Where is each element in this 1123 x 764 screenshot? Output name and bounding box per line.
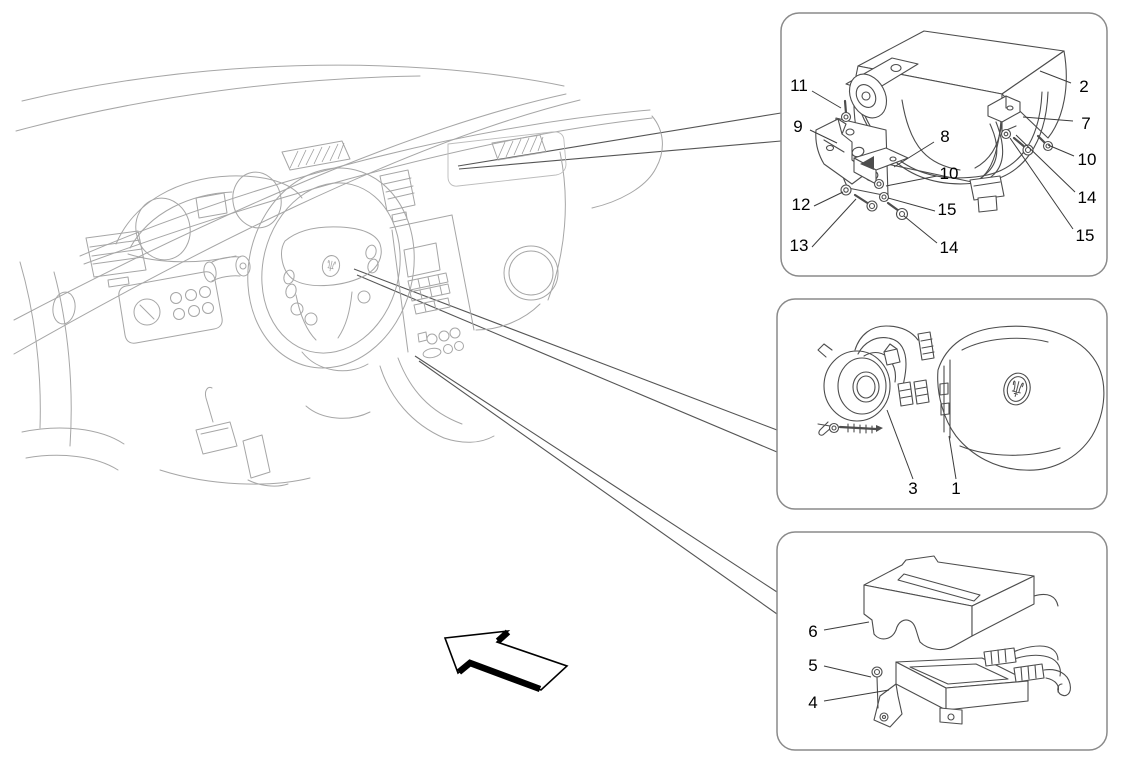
part-number-label: 7 xyxy=(1081,114,1090,133)
leader-line xyxy=(1022,116,1074,122)
panel-passenger-airbag-module xyxy=(780,12,1108,277)
driver-airbag-pad xyxy=(937,325,1105,471)
steering-wheel xyxy=(247,167,415,419)
bracket-right xyxy=(987,95,1054,156)
defroster-grille-right xyxy=(491,134,547,161)
part-number-label: 9 xyxy=(793,117,802,136)
ecu-cover xyxy=(863,555,1035,651)
ignition-stalk xyxy=(203,255,251,283)
leader-line xyxy=(1047,144,1075,157)
direction-arrow xyxy=(443,629,569,693)
part-number-label: 15 xyxy=(1076,226,1095,245)
leader-line xyxy=(813,191,844,207)
reference-line xyxy=(458,140,782,170)
trident-badge-icon xyxy=(1003,372,1031,406)
part-number-label: 1 xyxy=(951,479,960,498)
dash-speaker xyxy=(503,245,559,301)
headlight-switch-panel xyxy=(118,271,223,344)
ecu-module xyxy=(873,657,1029,728)
defroster-grille-left xyxy=(281,140,351,171)
part-number-label: 11 xyxy=(790,76,808,95)
instrument-cluster xyxy=(115,171,303,263)
leader-line xyxy=(823,665,872,678)
clock-spring xyxy=(817,325,935,436)
part-number-label: 3 xyxy=(908,479,917,498)
air-vent-right xyxy=(379,169,416,223)
trident-badge-icon xyxy=(321,255,341,277)
part-number-label: 15 xyxy=(938,200,957,219)
reference-line xyxy=(414,355,778,593)
panel-airbag-ecu xyxy=(776,531,1108,751)
wiring-harness xyxy=(969,121,1005,213)
reference-line xyxy=(457,112,782,167)
leader-line xyxy=(1039,70,1072,84)
leader-line xyxy=(823,621,870,631)
leader-line xyxy=(811,198,857,248)
part-number-label: 10 xyxy=(1078,150,1097,169)
part-number-label: 4 xyxy=(808,693,817,712)
leader-line xyxy=(823,689,890,702)
ecu-screw xyxy=(871,666,883,709)
part-number-label: 13 xyxy=(790,236,809,255)
part-number-label: 5 xyxy=(808,656,817,675)
air-vent-left xyxy=(85,230,147,288)
part-number-label: 2 xyxy=(1079,77,1088,96)
leader-line xyxy=(886,409,914,480)
leader-line xyxy=(1015,134,1076,193)
leader-line xyxy=(887,197,936,212)
leader-line xyxy=(885,175,938,187)
panel-clock-spring-and-driver-airbag xyxy=(776,298,1108,510)
part-number-label: 12 xyxy=(792,195,811,214)
reference-line xyxy=(356,274,778,453)
passenger-airbag-door-seam xyxy=(447,131,567,187)
leader-line xyxy=(903,215,938,244)
dashboard-line-drawing xyxy=(13,64,663,487)
part-number-label: 8 xyxy=(940,127,949,146)
center-stack xyxy=(389,214,475,359)
reference-lines xyxy=(353,112,782,615)
part-number-label: 10 xyxy=(940,164,959,183)
part-number-label: 14 xyxy=(1078,188,1097,207)
pedals xyxy=(159,387,311,487)
door-panel-left xyxy=(19,261,125,471)
center-tunnel xyxy=(379,303,541,443)
leader-line xyxy=(893,141,935,168)
part-number-label: 6 xyxy=(808,622,817,641)
part-number-label: 14 xyxy=(940,238,959,257)
fasteners xyxy=(840,99,909,221)
reference-line xyxy=(353,268,778,431)
leader-line xyxy=(809,129,838,144)
reference-line xyxy=(418,360,778,615)
leader-line xyxy=(811,90,842,109)
clock-spring-screw xyxy=(817,422,883,434)
part-number-callouts: 11 9 12 13 8 10 15 14 2 7 10 14 15 3 1 6 5 4 xyxy=(790,70,1097,712)
windshield-and-pillar xyxy=(13,64,663,355)
ecu-wiring xyxy=(983,593,1071,697)
leader-line xyxy=(1009,137,1074,230)
leader-line xyxy=(948,435,957,480)
